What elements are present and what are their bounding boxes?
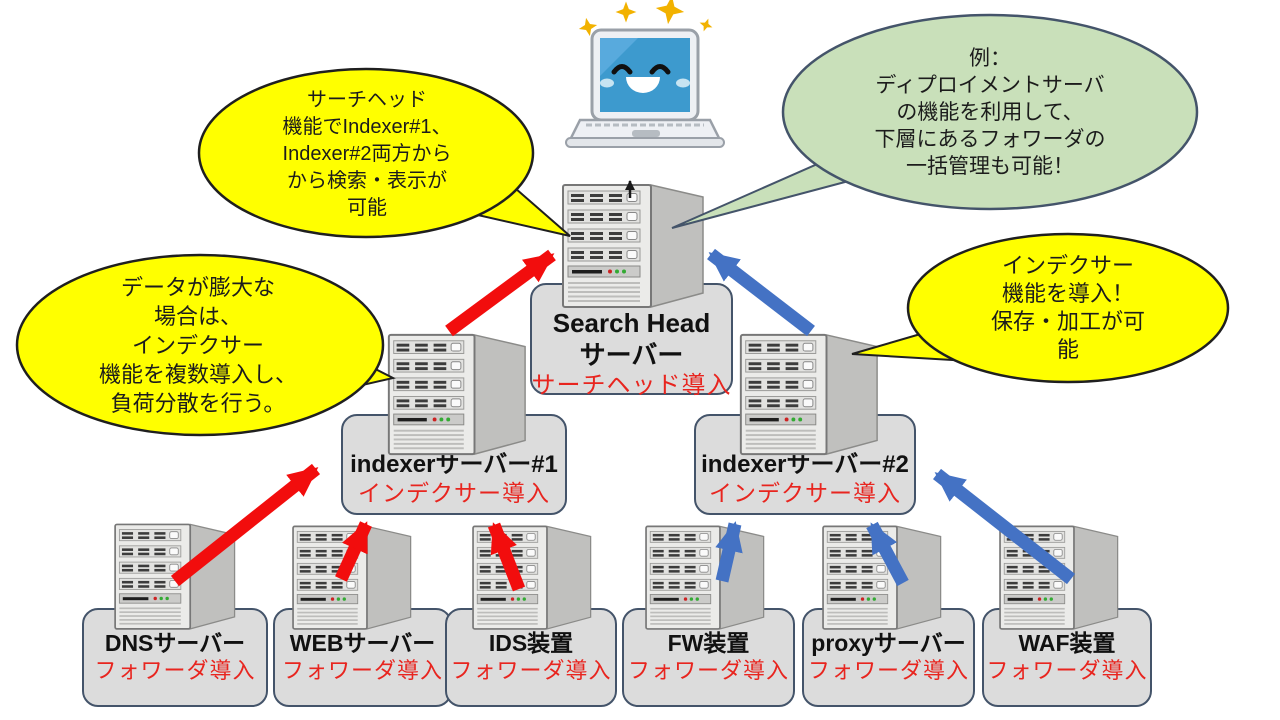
note-line: 機能でIndexer#1、 bbox=[282, 115, 452, 138]
deploy-label: フォワーダ導入 bbox=[986, 658, 1148, 683]
server-tower-icon bbox=[383, 331, 529, 460]
load-balance-note-text: データが膨大な 場合は、 インデクサー 機能を複数導入し、 負荷分散を行う。 bbox=[22, 262, 374, 428]
server-tower-icon bbox=[735, 331, 881, 460]
note-line: Indexer#2両方から bbox=[282, 142, 452, 165]
happy-laptop-icon bbox=[565, 0, 725, 148]
deploy-label: フォワーダ導入 bbox=[807, 658, 969, 683]
note-line: から検索・表示が bbox=[287, 169, 447, 192]
note-line: 機能を複数導入し、 bbox=[98, 361, 297, 387]
note-line: 場合は、 bbox=[153, 303, 242, 329]
arrow-ids-to-indexer1 bbox=[487, 522, 526, 592]
node-title: indexerサーバー#2 bbox=[701, 451, 909, 478]
note-line: データが膨大な bbox=[120, 274, 275, 300]
node-title: サーバー bbox=[579, 340, 684, 370]
node-title: Search Head bbox=[552, 308, 711, 338]
node-title: proxyサーバー bbox=[811, 630, 966, 656]
arrow-indexer1-to-search-head bbox=[445, 249, 556, 337]
note-line: 機能を導入！ bbox=[1001, 281, 1134, 306]
note-line: 能 bbox=[1056, 337, 1079, 362]
node-title: DNSサーバー bbox=[104, 630, 246, 656]
node-title: indexerサーバー#1 bbox=[350, 451, 558, 478]
note-line: 下層にあるフォワーダの bbox=[874, 127, 1106, 151]
arrow-web-to-indexer1 bbox=[335, 521, 372, 582]
node-title: WAF装置 bbox=[1018, 630, 1116, 656]
server-tower-icon bbox=[288, 523, 414, 634]
note-line: 一括管理も可能！ bbox=[906, 154, 1074, 178]
arrow-indexer2-to-search-head bbox=[707, 248, 815, 337]
sparkles-icon bbox=[578, 0, 713, 37]
deploy-label: インデクサー導入 bbox=[709, 480, 901, 506]
note-line: 例： bbox=[969, 46, 1011, 70]
indexer-note-text: インデクサー 機能を導入！ 保存・加工が可 能 bbox=[920, 242, 1216, 374]
node-title: IDS装置 bbox=[488, 630, 574, 656]
arrow-waf-to-indexer2 bbox=[932, 468, 1076, 585]
speech-bubble-indexer-note bbox=[851, 232, 1230, 384]
server-tower-icon bbox=[557, 181, 707, 313]
note-line: 負荷分散を行う。 bbox=[110, 390, 286, 416]
arrow-dns-to-indexer1 bbox=[170, 463, 321, 587]
speech-bubble-deployment-note bbox=[671, 13, 1199, 229]
deploy-label: インデクサー導入 bbox=[358, 480, 550, 506]
node-title: FW装置 bbox=[667, 630, 750, 656]
deploy-label: フォワーダ導入 bbox=[281, 658, 443, 683]
arrow-fw-to-indexer2 bbox=[715, 521, 743, 583]
deploy-label: フォワーダ導入 bbox=[450, 658, 612, 683]
arrow-proxy-to-indexer2 bbox=[866, 521, 909, 587]
node-dns-server: DNSサーバー フォワーダ導入 bbox=[82, 608, 268, 707]
deploy-label: フォワーダ導入 bbox=[94, 658, 256, 683]
note-line: の機能を利用して、 bbox=[896, 100, 1084, 124]
deploy-label: サーチヘッド導入 bbox=[531, 372, 732, 399]
note-line: ディプロイメントサーバ bbox=[875, 73, 1105, 97]
note-line: インデクサー bbox=[131, 332, 264, 358]
search-head-note-text: サーチヘッド 機能でIndexer#1、 Indexer#2両方から から検索・… bbox=[206, 76, 528, 232]
node-ids-device: IDS装置 フォワーダ導入 bbox=[445, 608, 617, 707]
node-title: WEBサーバー bbox=[289, 630, 436, 656]
note-line: 可能 bbox=[347, 196, 387, 219]
note-line: インデクサー bbox=[1001, 253, 1134, 278]
speech-bubble-load-balance-note bbox=[15, 253, 396, 437]
deployment-note-text: 例： ディプロイメントサーバ の機能を利用して、 下層にあるフォワーダの 一括管… bbox=[788, 34, 1192, 190]
note-line: 保存・加工が可 bbox=[990, 309, 1145, 334]
speech-bubble-search-head-note bbox=[197, 67, 571, 239]
note-line: サーチヘッド bbox=[307, 88, 427, 111]
node-indexer-server-1: indexerサーバー#1 インデクサー導入 bbox=[341, 414, 567, 515]
deploy-label: フォワーダ導入 bbox=[627, 658, 789, 683]
